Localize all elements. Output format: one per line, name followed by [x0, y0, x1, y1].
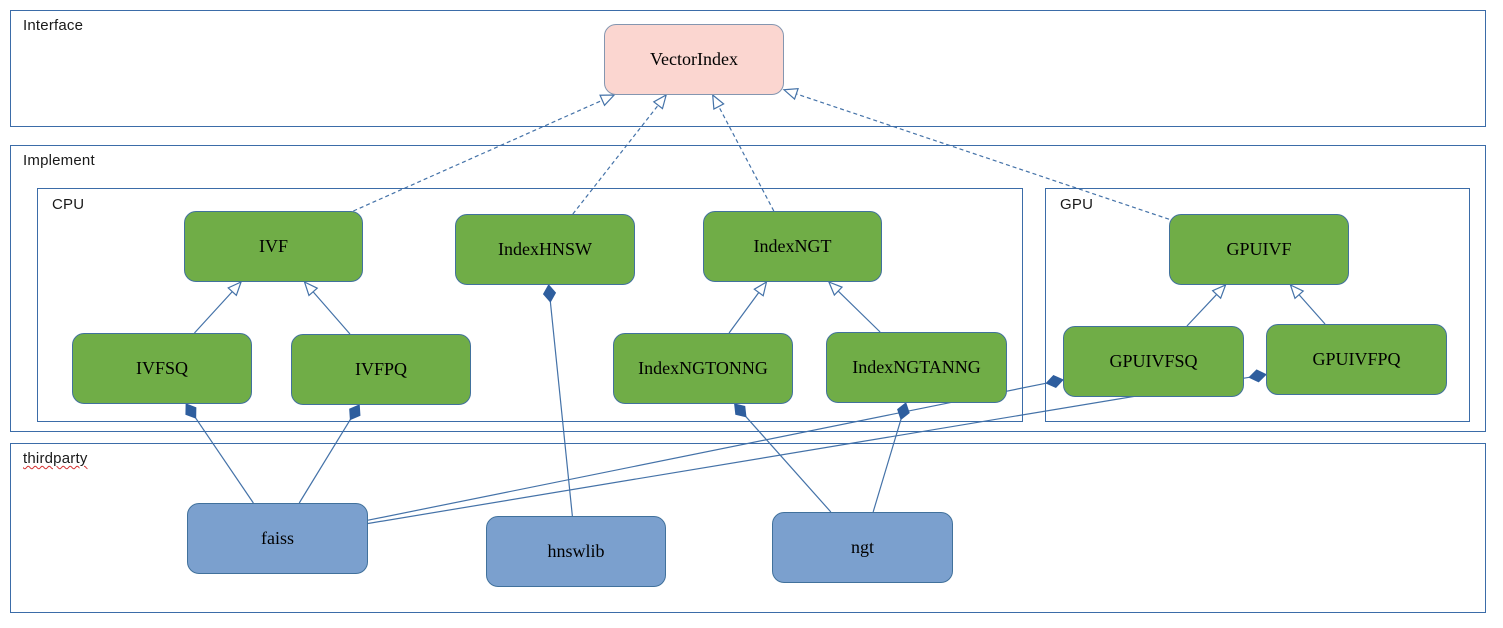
node-ivf[interactable]: IVF: [184, 211, 363, 282]
group-label-thirdparty: thirdparty: [23, 450, 88, 467]
group-label-interface: Interface: [23, 17, 84, 34]
node-ivfsq[interactable]: IVFSQ: [72, 333, 252, 404]
group-cpu: CPU: [37, 188, 1023, 422]
node-indexngtanng[interactable]: IndexNGTANNG: [826, 332, 1007, 403]
node-label: GPUIVFPQ: [1312, 348, 1401, 369]
node-label: IndexNGT: [753, 235, 832, 256]
group-label-cpu: CPU: [52, 196, 85, 213]
node-label: IndexNGTANNG: [852, 356, 981, 377]
node-vectorindex[interactable]: VectorIndex: [604, 24, 784, 95]
node-label: GPUIVFSQ: [1109, 350, 1198, 371]
group-interface: Interface: [10, 10, 1486, 127]
node-label: IVFSQ: [135, 357, 188, 378]
node-gpuivfsq[interactable]: GPUIVFSQ: [1063, 326, 1244, 397]
group-implement: Implement: [10, 145, 1486, 432]
node-label: hnswlib: [547, 540, 605, 561]
node-label: IndexHNSW: [498, 238, 592, 259]
node-label: IVFPQ: [354, 358, 407, 379]
node-indexngtonng[interactable]: IndexNGTONNG: [613, 333, 793, 404]
node-gpuivfpq[interactable]: GPUIVFPQ: [1266, 324, 1447, 395]
group-gpu: GPU: [1045, 188, 1470, 422]
node-ivfpq[interactable]: IVFPQ: [291, 334, 471, 405]
node-ngt[interactable]: ngt: [772, 512, 953, 583]
node-label: IndexNGTONNG: [638, 357, 768, 378]
node-faiss[interactable]: faiss: [187, 503, 368, 574]
group-label-implement: Implement: [23, 152, 95, 169]
node-label: faiss: [261, 527, 294, 548]
group-label-gpu: GPU: [1060, 196, 1094, 213]
node-hnswlib[interactable]: hnswlib: [486, 516, 666, 587]
node-indexhnsw[interactable]: IndexHNSW: [455, 214, 635, 285]
node-gpuivf[interactable]: GPUIVF: [1169, 214, 1349, 285]
node-label: IVF: [258, 235, 288, 256]
node-label: ngt: [850, 536, 874, 557]
node-indexngt[interactable]: IndexNGT: [703, 211, 882, 282]
node-label: VectorIndex: [650, 48, 738, 69]
group-thirdparty: thirdparty: [10, 443, 1486, 613]
node-label: GPUIVF: [1226, 238, 1292, 259]
